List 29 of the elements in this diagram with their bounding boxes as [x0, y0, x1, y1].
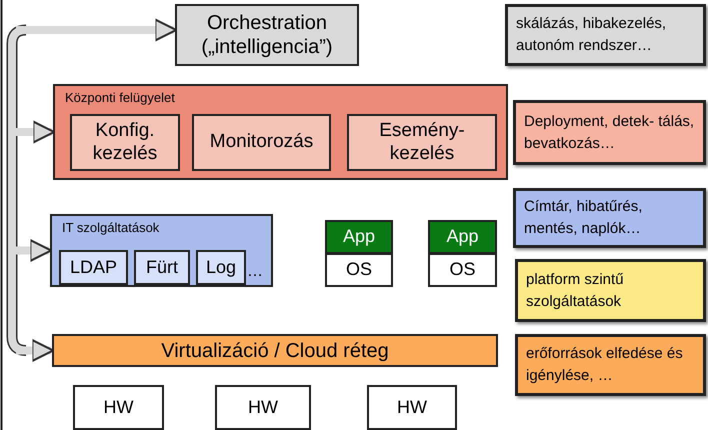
component-box: Log [196, 250, 246, 285]
component-box: LDAP [59, 250, 128, 285]
layer-panel [50, 214, 273, 287]
hardware-box: HW [73, 385, 164, 430]
os-box: OS [428, 253, 497, 287]
arrow [16, 239, 52, 262]
hardware-box: HW [367, 385, 457, 430]
panel-title: Központi felügyelet [65, 90, 175, 106]
layer-box: Orchestration („intelligencia”) [175, 4, 359, 66]
ellipsis-text: … [247, 262, 263, 281]
note-box: Címtár, hibatűrés, mentés, naplók… [513, 188, 706, 248]
app-box: App [325, 220, 393, 254]
layer-bar: Virtualizáció / Cloud réteg [52, 334, 498, 367]
component-box: Fürt [134, 250, 190, 285]
component-box: Monitorozás [192, 114, 331, 171]
app-box: App [428, 220, 497, 254]
layer-panel [53, 84, 508, 180]
hardware-box: HW [215, 385, 311, 430]
panel-title: IT szolgáltatások [62, 220, 160, 236]
note-box: platform szintű szolgáltatások [515, 259, 706, 322]
os-box: OS [325, 253, 393, 287]
arrow [16, 18, 178, 42]
arrow [16, 339, 54, 362]
component-box: Konfig. kezelés [70, 114, 180, 171]
note-box: skálázás, hibakezelés, autonóm rendszer… [505, 4, 706, 66]
note-box: Deployment, detek- tálás, bevatkozás… [513, 100, 706, 165]
note-box: erőforrások elfedése és igénylése, … [515, 334, 706, 396]
bracket-line [6, 24, 26, 356]
component-box: Esemény- kezelés [347, 114, 497, 171]
